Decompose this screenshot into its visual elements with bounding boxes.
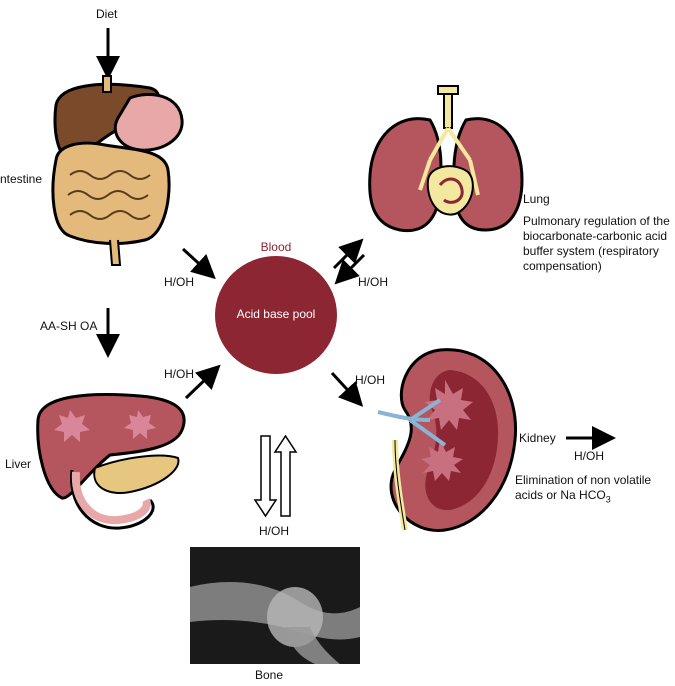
blood-label: Blood xyxy=(260,240,292,254)
bone-xray-image xyxy=(190,547,360,664)
lung-h-oh-label: H/OH xyxy=(358,275,388,289)
liver-to-pool-arrow xyxy=(184,364,221,400)
bone-label: Bone xyxy=(255,668,284,682)
kidney-description-subscript: 3 xyxy=(605,494,611,505)
aa-sh-oa-label: AA-SH OA xyxy=(40,319,98,333)
kidney-h-oh-label: H/OH xyxy=(355,373,385,387)
diet-label: Diet xyxy=(96,7,118,21)
intestine-h-oh-label: H/OH xyxy=(164,275,194,289)
intestine-to-pool-arrow xyxy=(181,247,216,280)
liver-illustration xyxy=(36,393,186,530)
acid-base-pool-circle xyxy=(215,256,337,374)
liver-label: Liver xyxy=(5,457,32,471)
kidney-out-h-oh-label: H/OH xyxy=(574,449,604,463)
liver-h-oh-label: H/OH xyxy=(164,367,194,381)
lung-illustration xyxy=(368,85,524,233)
bone-exchange-arrows xyxy=(253,434,298,518)
lung-description: Pulmonary regulation of the biocarbonate… xyxy=(523,214,670,273)
lung-to-pool-arrow xyxy=(334,253,366,285)
bone-h-oh-label: H/OH xyxy=(259,524,289,538)
lung-label: Lung xyxy=(523,192,550,206)
kidney-illustration xyxy=(377,348,518,532)
acid-base-pool-label: Acid base pool xyxy=(236,307,316,321)
intestine-label: ntestine xyxy=(0,172,43,186)
kidney-description: Elimination of non volatile acids or Na … xyxy=(515,473,675,507)
kidney-description-main: Elimination of non volatile acids or Na … xyxy=(515,473,652,502)
pool-to-lung-arrow xyxy=(332,238,364,270)
digestive-organs-illustration xyxy=(51,75,184,266)
pool-to-kidney-arrow xyxy=(330,371,364,407)
kidney-label: Kidney xyxy=(519,431,556,445)
